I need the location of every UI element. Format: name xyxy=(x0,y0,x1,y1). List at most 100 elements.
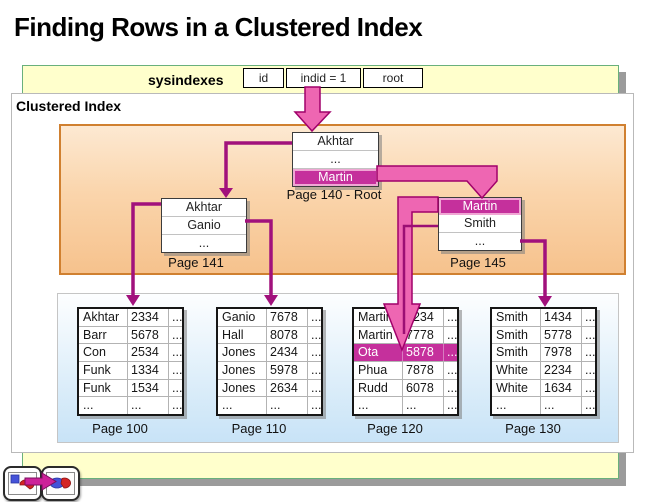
leaf-cell: Jones xyxy=(218,362,267,379)
page-title: Finding Rows in a Clustered Index xyxy=(14,12,423,42)
leaf-cell: Ota xyxy=(354,344,403,362)
leaf-cell: Smith xyxy=(492,344,541,362)
leaf-cell: 2634 xyxy=(267,379,308,397)
leaf-cell: ... xyxy=(447,327,457,342)
leaf-cell: 5778 xyxy=(541,326,582,344)
leaf-cell: ... xyxy=(585,327,595,342)
page-label-120: Page 120 xyxy=(367,421,423,436)
leaf-cell: ... xyxy=(267,397,308,415)
index-node-row: Akhtar xyxy=(293,133,378,151)
leaf-cell: 1534 xyxy=(128,379,169,397)
leaf-cell: Phua xyxy=(354,362,403,379)
leaf-cell: ... xyxy=(447,398,457,413)
leaf-cell: 5678 xyxy=(128,326,169,344)
leaf-cell: 8078 xyxy=(267,326,308,344)
sysindexes-cell-indid: indid = 1 xyxy=(286,68,361,88)
leaf-cell: ... xyxy=(311,345,321,360)
leaf-cell: ... xyxy=(354,397,403,415)
index-node-row: ... xyxy=(439,233,521,250)
leaf-cell: 1334 xyxy=(128,362,169,379)
leaf-cell: ... xyxy=(311,398,321,413)
leaf-cell: ... xyxy=(447,363,457,378)
leaf-cell: ... xyxy=(585,398,595,413)
leaf-cell: 2334 xyxy=(128,309,169,326)
index-node-root: Akhtar...Martin xyxy=(292,132,379,187)
leaf-cell: Rudd xyxy=(354,379,403,397)
leaf-cell: Con xyxy=(79,344,128,362)
leaf-cell: ... xyxy=(172,363,182,378)
leaf-cell: ... xyxy=(79,397,128,415)
leaf-cell: 7778 xyxy=(403,326,444,344)
leaf-cell: ... xyxy=(311,380,321,395)
leaf-cell: ... xyxy=(172,310,182,324)
leaf-cell: Martin xyxy=(354,309,403,326)
leaf-cell: Martin xyxy=(354,326,403,344)
leaf-cell: ... xyxy=(172,380,182,395)
leaf-cell: Hall xyxy=(218,326,267,344)
leaf-cell: 1634 xyxy=(541,379,582,397)
leaf-cell: 7678 xyxy=(267,309,308,326)
next-slide-state-button[interactable] xyxy=(41,466,80,501)
leaf-cell: 2234 xyxy=(541,362,582,379)
leaf-cell: Funk xyxy=(79,379,128,397)
leaf-cell: Barr xyxy=(79,326,128,344)
leaf-cell: ... xyxy=(172,327,182,342)
leaf-cell: Smith xyxy=(492,309,541,326)
leaf-cell: White xyxy=(492,379,541,397)
page-label-140: Page 140 - Root xyxy=(286,187,382,202)
leaf-cell: ... xyxy=(172,345,182,360)
slide-state-after-icon xyxy=(46,472,75,495)
leaf-cell: ... xyxy=(585,310,595,324)
leaf-cell: 2434 xyxy=(267,344,308,362)
leaf-cell: Jones xyxy=(218,344,267,362)
leaf-cell: 5978 xyxy=(267,362,308,379)
leaf-cell: Funk xyxy=(79,362,128,379)
index-node-row: Akhtar xyxy=(162,199,246,217)
slide-state-before-icon xyxy=(8,472,37,495)
leaf-cell: ... xyxy=(447,310,457,324)
leaf-cell: ... xyxy=(403,397,444,415)
leaf-cell: ... xyxy=(311,363,321,378)
leaf-row: ......... xyxy=(218,397,321,415)
sysindexes-row: id indid = 1 root xyxy=(243,68,423,88)
prev-slide-state-button[interactable] xyxy=(3,466,42,501)
index-node-row: ... xyxy=(293,151,378,169)
index-node-row: Smith xyxy=(439,215,521,233)
page-label-141: Page 141 xyxy=(168,255,224,270)
leaf-cell: Smith xyxy=(492,326,541,344)
leaf-cell: ... xyxy=(492,397,541,415)
leaf-cell: ... xyxy=(311,327,321,342)
leaf-row: ......... xyxy=(79,397,182,415)
index-node-row: Ganio xyxy=(162,217,246,235)
leaf-cell: ... xyxy=(585,345,595,360)
leaf-cell: ... xyxy=(311,310,321,324)
index-node-row-highlighted: Martin xyxy=(439,198,521,215)
leaf-row: ......... xyxy=(354,397,457,415)
page-label-145: Page 145 xyxy=(450,255,506,270)
sysindexes-label: sysindexes xyxy=(148,72,224,88)
leaf-cell: 5878 xyxy=(403,344,444,362)
leaf-cell: Jones xyxy=(218,379,267,397)
